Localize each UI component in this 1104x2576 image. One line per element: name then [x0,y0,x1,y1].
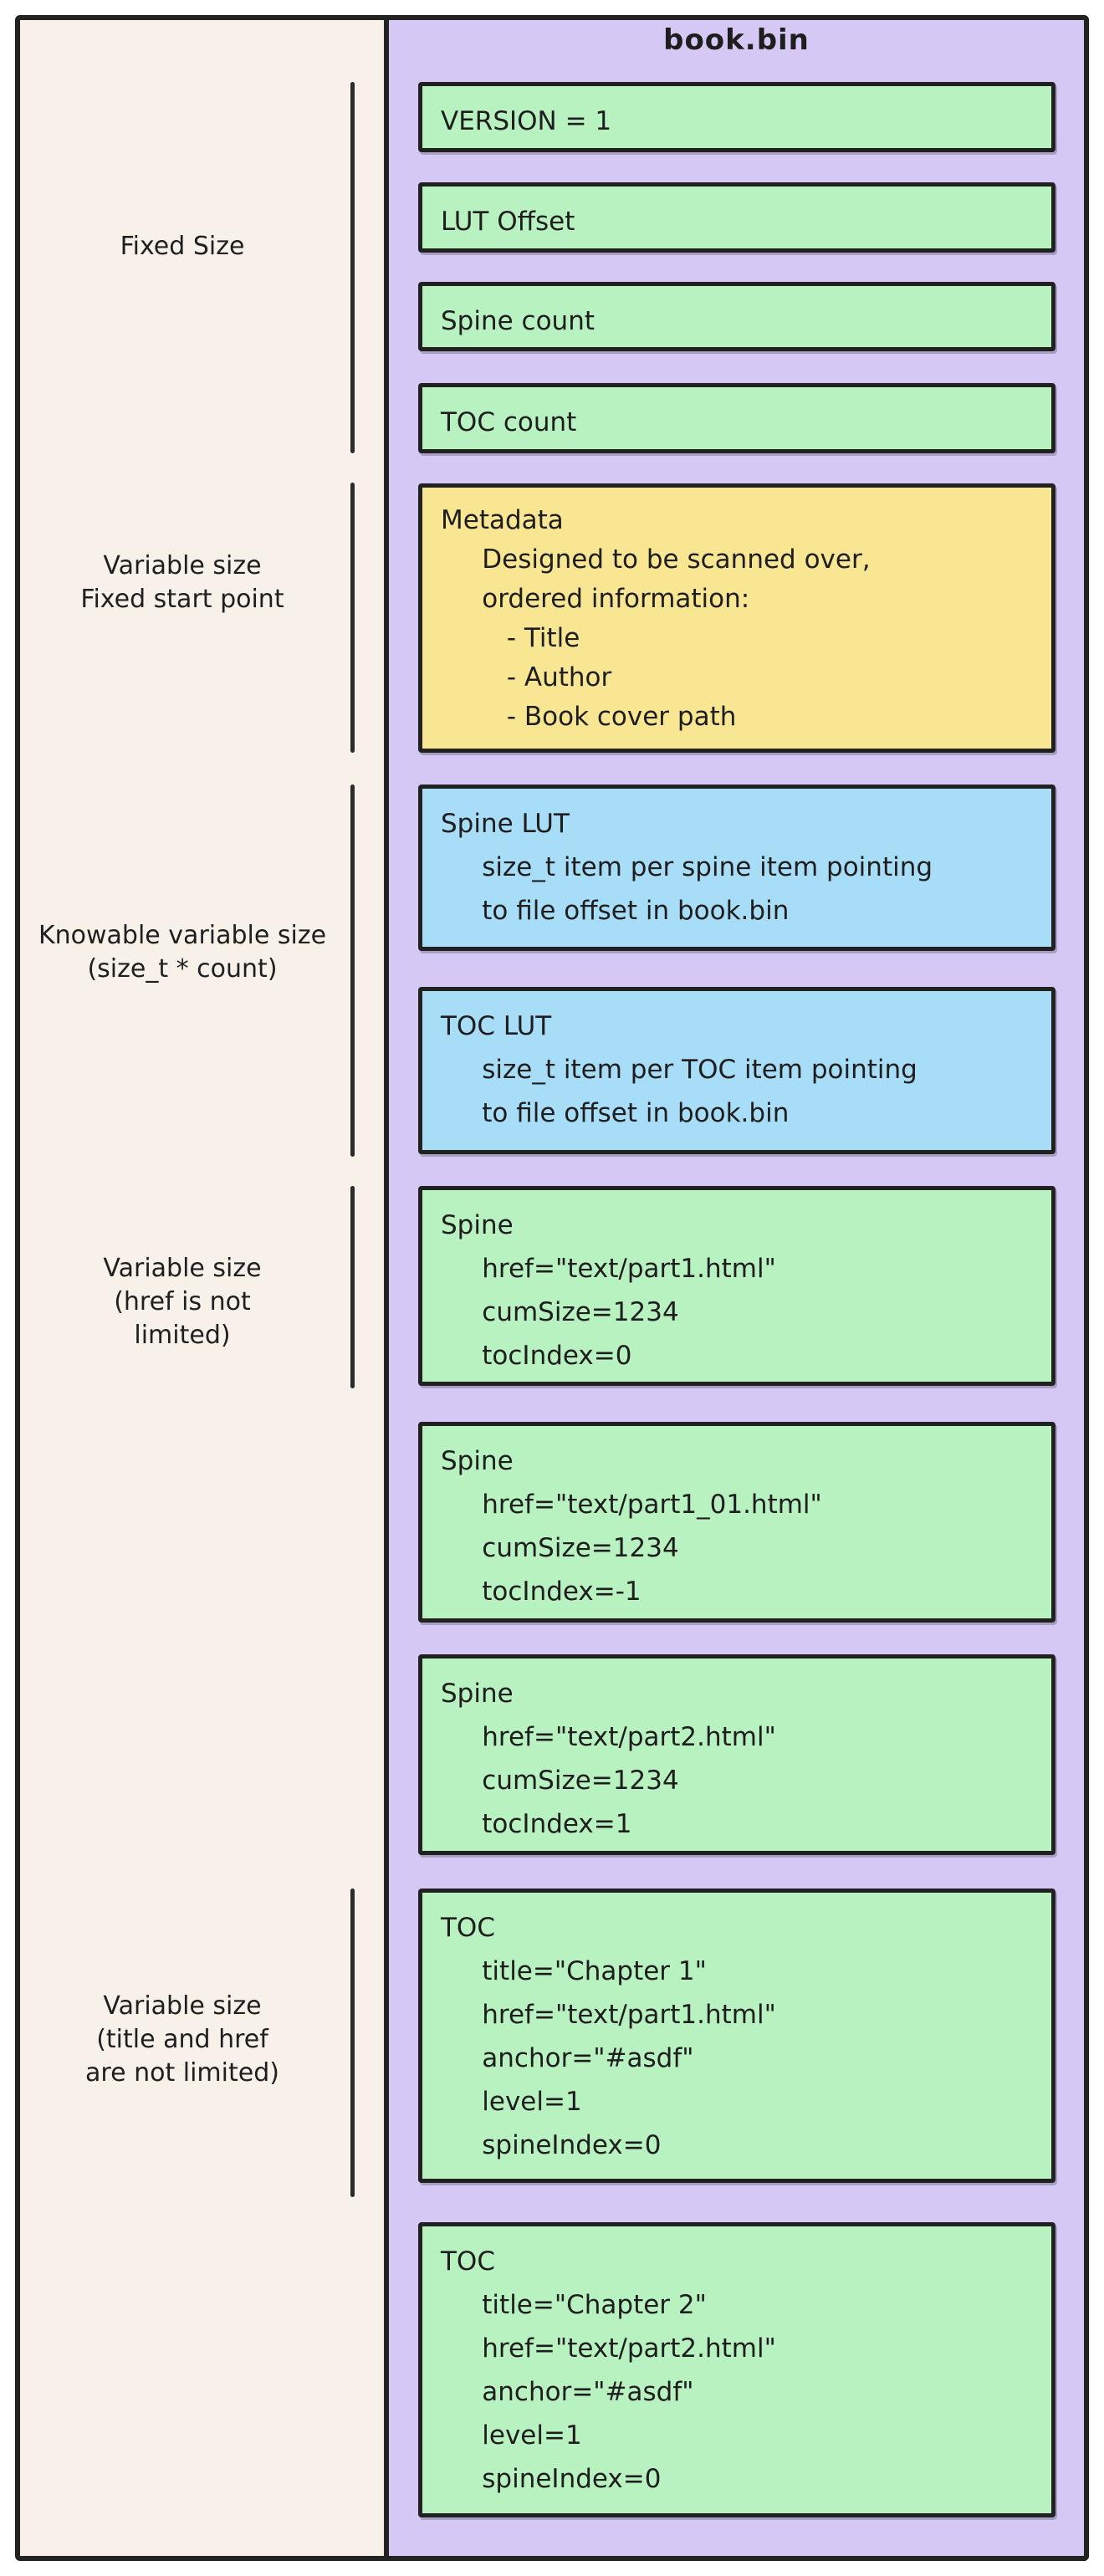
field-text: Metadata [441,505,564,535]
box-lut-offset: LUT Offset [418,182,1055,253]
label-knowable-variable: Knowable variable size (size_t * count) [17,919,348,986]
bracket-variable-title-href [350,1889,355,2197]
box-toc-count: TOC count [418,383,1055,453]
label-line: Variable size [103,1991,262,2021]
field-text: title="Chapter 1" [441,1956,707,1986]
field-text: tocIndex=1 [441,1809,632,1839]
field-text: - Book cover path [441,702,737,732]
field-text: to file offset in book.bin [441,896,790,926]
field-text: cumSize=1234 [441,1533,679,1563]
box-spine-lut: Spine LUT size_t item per spine item poi… [418,785,1055,951]
label-variable-title-href: Variable size (title and href are not li… [17,1990,348,2090]
field-text: VERSION = 1 [441,106,612,136]
field-text: anchor="#asdf" [441,2043,694,2073]
label-line: (title and href [96,2025,268,2054]
field-text: title="Chapter 2" [441,2290,707,2320]
bracket-variable-fixed-start [350,483,355,753]
field-text: Spine [441,1446,514,1476]
label-fixed-size: Fixed Size [17,230,348,263]
label-line: are not limited) [85,2058,279,2088]
box-toc-lut: TOC LUT size_t item per TOC item pointin… [418,987,1055,1154]
field-text: TOC [441,2246,495,2277]
field-text: size_t item per spine item pointing [441,852,933,882]
field-text: level=1 [441,2087,582,2117]
field-text: TOC [441,1913,495,1943]
field-text: Spine [441,1679,514,1709]
label-line: Variable size [103,1254,262,1283]
field-text: to file offset in book.bin [441,1098,790,1128]
field-text: LUT Offset [441,207,575,237]
box-toc-1: TOC title="Chapter 1" href="text/part1.h… [418,1889,1055,2183]
field-text: anchor="#asdf" [441,2377,694,2407]
bracket-knowable-variable [350,785,355,1157]
field-text: size_t item per TOC item pointing [441,1055,917,1085]
label-line: Fixed Size [120,232,245,261]
field-text: href="text/part1.html" [441,2000,776,2030]
box-spine-2: Spine href="text/part1_01.html" cumSize=… [418,1422,1055,1623]
field-text: TOC count [441,407,577,437]
bracket-fixed-size [350,82,355,453]
field-text: ordered information: [441,584,750,614]
box-spine-count: Spine count [418,282,1055,351]
label-line: (href is not [114,1287,251,1316]
bracket-variable-href [350,1186,355,1388]
field-text: href="text/part2.html" [441,2333,776,2364]
field-text: cumSize=1234 [441,1766,679,1796]
field-text: tocIndex=-1 [441,1577,641,1607]
field-text: href="text/part2.html" [441,1722,776,1752]
field-text: spineIndex=0 [441,2464,662,2494]
field-text: tocIndex=0 [441,1341,632,1371]
label-line: Variable size [103,551,262,580]
box-spine-3: Spine href="text/part2.html" cumSize=123… [418,1654,1055,1855]
box-spine-1: Spine href="text/part1.html" cumSize=123… [418,1186,1055,1386]
field-text: Designed to be scanned over, [441,544,871,575]
label-variable-fixed-start: Variable size Fixed start point [17,549,348,616]
field-text: Spine count [441,306,595,336]
field-text: Spine [441,1210,514,1240]
label-line: Fixed start point [80,585,284,614]
label-line: limited) [134,1321,231,1350]
field-text: - Author [441,662,612,693]
bin-title: book.bin [663,23,810,57]
field-text: href="text/part1_01.html" [441,1490,822,1520]
field-text: level=1 [441,2420,582,2451]
box-toc-2: TOC title="Chapter 2" href="text/part2.h… [418,2222,1055,2517]
field-text: Spine LUT [441,809,570,839]
label-line: Knowable variable size [38,921,327,950]
label-variable-href: Variable size (href is not limited) [17,1252,348,1352]
field-text: href="text/part1.html" [441,1254,776,1284]
field-text: TOC LUT [441,1011,552,1041]
label-line: (size_t * count) [87,954,278,984]
field-text: cumSize=1234 [441,1297,679,1327]
field-text: - Title [441,623,580,653]
field-text: spineIndex=0 [441,2130,662,2160]
box-metadata: Metadata Designed to be scanned over, or… [418,483,1055,753]
box-version: VERSION = 1 [418,82,1055,152]
